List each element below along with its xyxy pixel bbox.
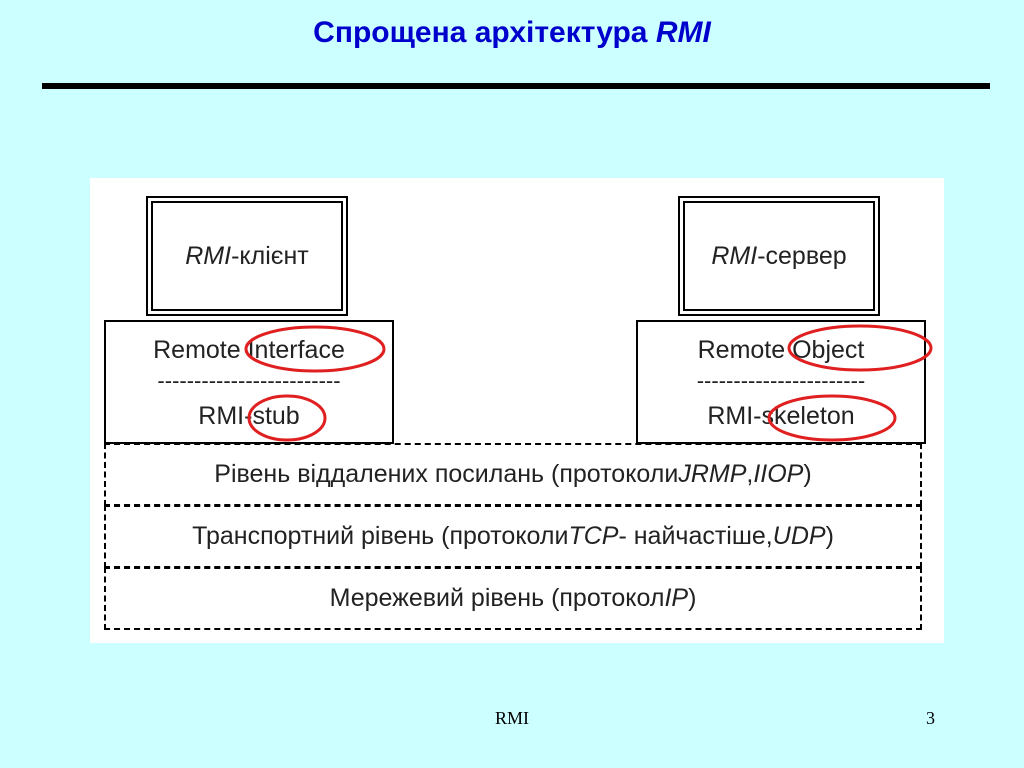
footer-title: RMI	[494, 708, 529, 728]
network-layer: Мережевий рівень (протокол IP)	[104, 567, 922, 630]
tcp-text: TCP	[568, 522, 619, 550]
client-stub-box: Remote Interface -----------------------…	[104, 320, 394, 444]
title-rule	[42, 83, 990, 89]
ip-text: IP	[664, 584, 689, 612]
rmi-server-label: RMI-сервер	[683, 201, 875, 311]
transport-mid: - найчастіше,	[618, 522, 773, 550]
rmi-client-rest: -клієнт	[231, 241, 309, 270]
server-skeleton-box: Remote Object ----------------------- RM…	[636, 320, 926, 444]
rmi-client-label: RMI-клієнт	[151, 201, 343, 311]
jrmp-text: JRMP	[678, 460, 747, 488]
transport-close: )	[825, 522, 834, 550]
rmi-client-box: RMI-клієнт	[146, 196, 348, 316]
transport-layer: Транспортний рівень (протоколи TCP - най…	[104, 505, 922, 568]
network-close: )	[688, 584, 697, 612]
rmi-stub-label: RMI-stub	[198, 402, 300, 430]
iiop-text: IIOP	[753, 460, 804, 488]
rmi-skeleton-label: RMI-skeleton	[707, 402, 855, 430]
remote-interface-label: Remote Interface	[153, 336, 345, 364]
network-text: Мережевий рівень (протокол	[329, 584, 665, 612]
remote-ref-close: )	[803, 460, 812, 488]
remote-object-label: Remote Object	[697, 336, 865, 364]
rmi-server-box: RMI-сервер	[678, 196, 880, 316]
remote-ref-text: Рівень віддалених посилань (протоколи	[214, 460, 679, 488]
rmi-server-italic: RMI	[711, 241, 758, 270]
udp-text: UDP	[772, 522, 826, 550]
server-separator: -----------------------	[696, 368, 866, 393]
remote-reference-layer: Рівень віддалених посилань (протоколи JR…	[104, 443, 922, 506]
transport-text: Транспортний рівень (протоколи	[192, 522, 569, 550]
slide-title: Спрощена архітектура RMI	[0, 16, 1024, 50]
rmi-server-rest: -сервер	[757, 241, 847, 270]
page-number: 3	[926, 708, 935, 728]
remote-ref-comma: ,	[746, 460, 754, 488]
rmi-client-italic: RMI	[185, 241, 232, 270]
client-separator: -------------------------	[157, 368, 341, 393]
title-main: Спрощена архітектура	[313, 16, 656, 49]
title-italic: RMI	[655, 16, 711, 49]
